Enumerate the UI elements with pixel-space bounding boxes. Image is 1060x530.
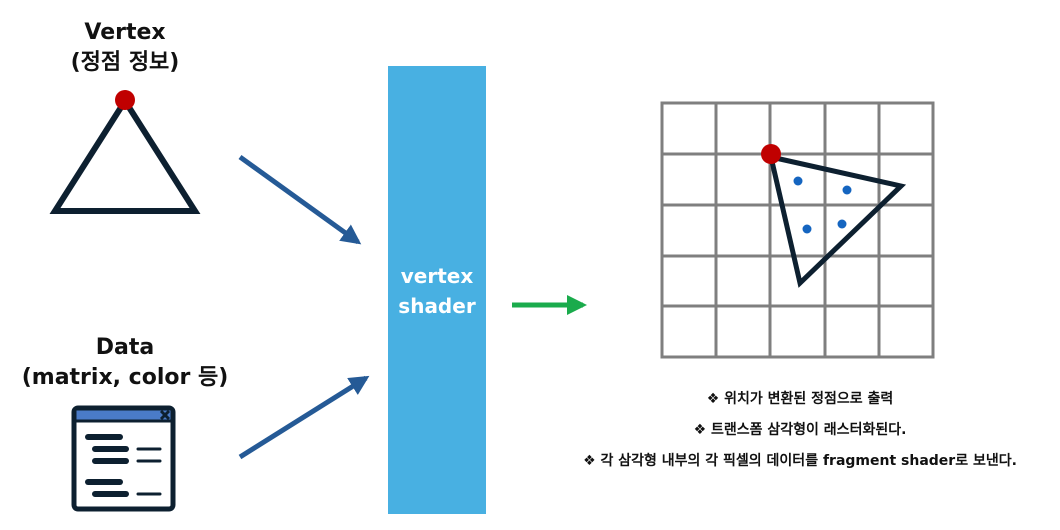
pixel-dot: [837, 219, 847, 229]
vertex-shader-block: vertex shader: [388, 66, 486, 514]
window-icon: [71, 405, 176, 512]
note-position-transformed: ❖ 위치가 변환된 정점으로 출력: [706, 391, 894, 407]
data-input-arrow: [238, 375, 370, 460]
transformed-triangle: [767, 153, 907, 288]
vertex-subtitle: (정점 정보): [70, 50, 180, 75]
vertex-input-arrow: [238, 154, 362, 245]
pixel-dot: [842, 185, 852, 195]
note-rasterized: ❖ 트랜스폼 삼각형이 래스터화된다.: [693, 422, 907, 438]
pixel-dot: [793, 176, 803, 186]
raster-grid: [660, 101, 935, 359]
shader-label-line1: vertex: [400, 264, 474, 288]
output-vertex-dot: [761, 144, 781, 164]
input-vertex-dot: [115, 90, 135, 110]
data-subtitle: (matrix, color 등): [21, 365, 229, 390]
input-triangle: [49, 95, 201, 214]
close-icon: [159, 409, 171, 421]
vertex-title: Vertex: [84, 20, 166, 45]
shader-label-line2: shader: [398, 294, 476, 318]
note-fragment-shader: ❖ 각 삼각형 내부의 각 픽셀의 데이터를 fragment shader로 …: [583, 453, 1017, 469]
pixel-dot: [802, 224, 812, 234]
data-title: Data: [95, 335, 155, 360]
